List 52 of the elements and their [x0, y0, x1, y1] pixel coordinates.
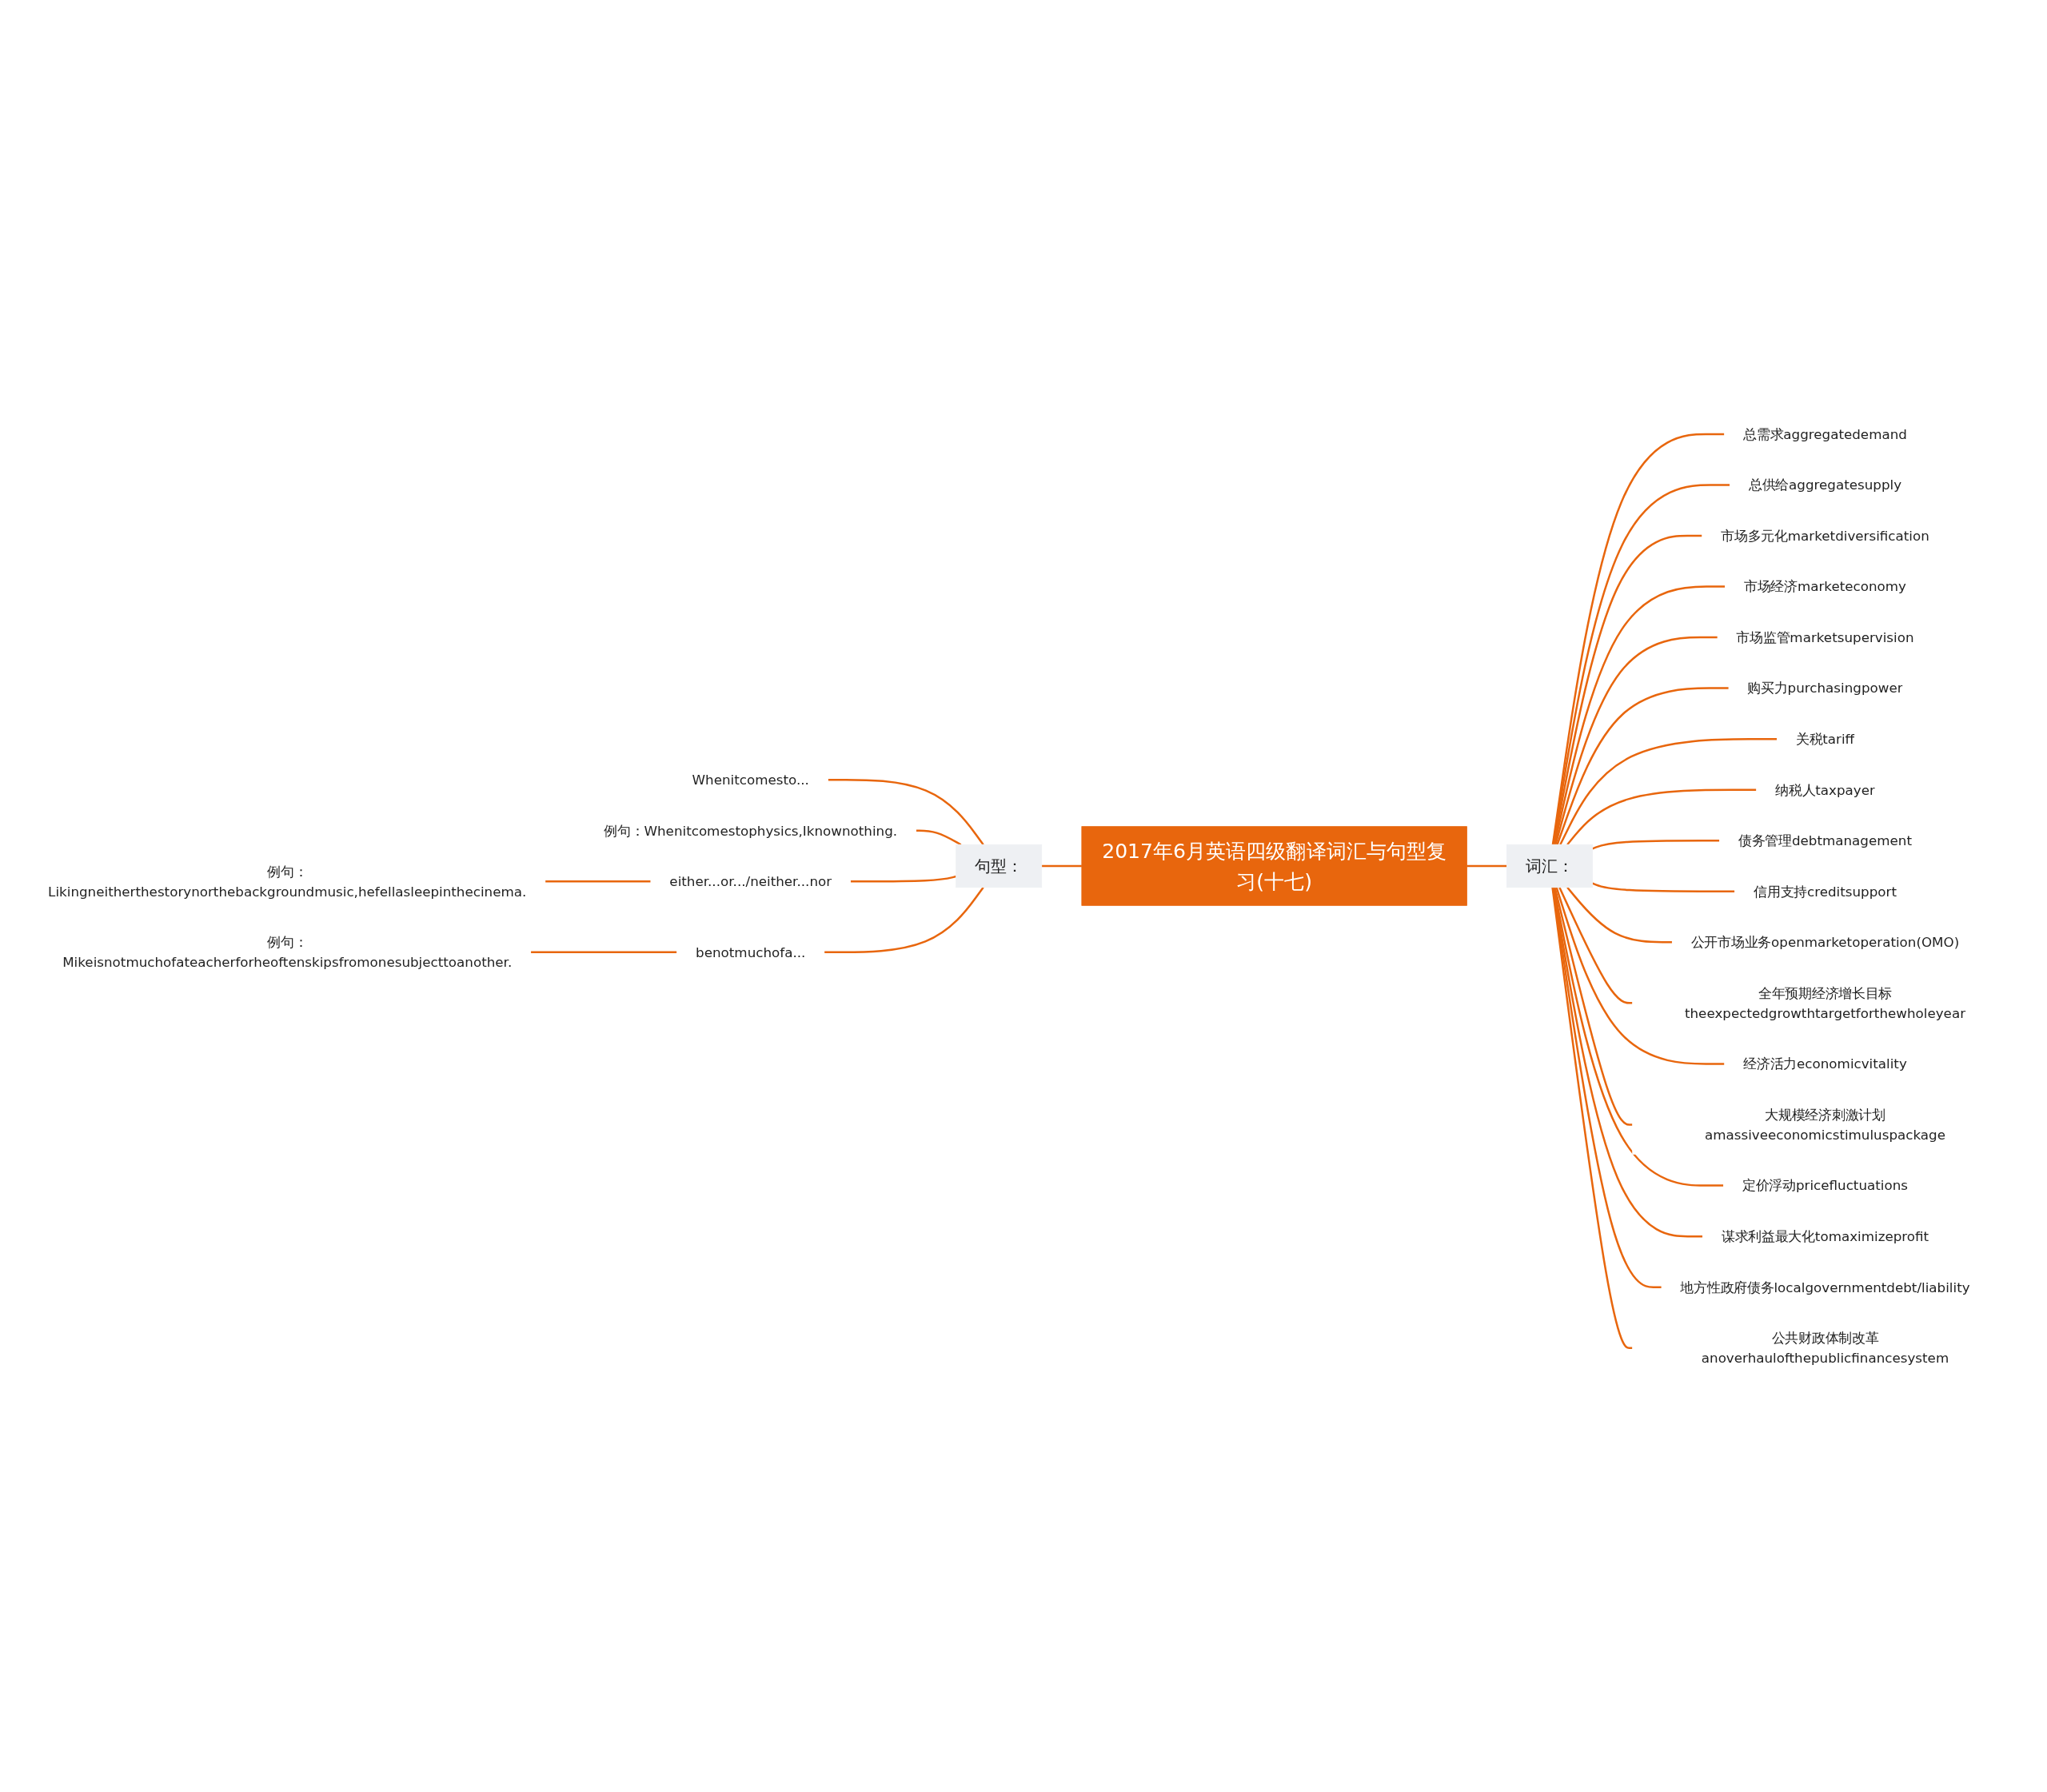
node-text: Whenitcomesto...	[692, 772, 809, 788]
connector	[1553, 585, 1726, 845]
connector	[1592, 839, 1720, 850]
connector	[1553, 887, 1724, 1187]
node-text: 例句：Mikeisnotmuchofateacherforheoftenskipsfromonesubjecttoanother.	[62, 934, 513, 971]
connector	[824, 886, 984, 953]
node-box: 2017年6月英语四级翻译词汇与句型复习(十七)	[1081, 826, 1467, 906]
connector	[1558, 887, 1633, 1004]
node-box: 词汇：	[1506, 844, 1593, 888]
connector	[1566, 886, 1673, 944]
node-text: 例句：Likingneitherthestorynorthebackgroundmusic,hefellasleepinthecinema.	[48, 863, 527, 900]
node-text: 关税tariff	[1795, 731, 1855, 748]
node-text: 例句：Whenitcomestophysics,Iknownothing.	[604, 822, 898, 839]
connector	[1556, 687, 1730, 845]
node-text: 谋求利益最大化tomaximizeprofit	[1721, 1227, 1929, 1245]
connector	[545, 880, 651, 883]
node-text: 公开市场业务openmarketoperation(OMO)	[1690, 934, 1960, 951]
node-text: 总需求aggregatedemand	[1743, 425, 1907, 442]
connector	[828, 778, 984, 845]
node-text: 定价浮动pricefluctuations	[1742, 1177, 1908, 1194]
connector	[1551, 887, 1662, 1288]
node-text: either...or.../neither...nor	[669, 873, 832, 890]
node-text: 大规模经济刺激计划amassiveeconomicstimuluspackage	[1705, 1106, 1946, 1143]
connector	[1555, 887, 1725, 1065]
connector	[1551, 433, 1725, 845]
node-text: 全年预期经济增长目标theexpectedgrowthtargetforthewholeyear	[1684, 984, 1966, 1021]
connector	[850, 875, 956, 883]
node-text: 经济活力economicvitality	[1743, 1056, 1907, 1072]
connector	[1552, 887, 1703, 1238]
connector	[1566, 788, 1757, 845]
connector	[1554, 636, 1718, 845]
connector	[1559, 737, 1778, 845]
connector	[916, 829, 962, 846]
node-text: 地方性政府债务localgovernmentdebt/liability	[1680, 1279, 1970, 1295]
node-text: 债务管理debtmanagement	[1738, 832, 1912, 849]
connector	[530, 951, 677, 953]
connector	[1552, 484, 1730, 845]
connector	[1551, 887, 1633, 1349]
connector	[1466, 864, 1507, 868]
connector	[1554, 887, 1633, 1126]
node-text: benotmuchofa...	[696, 944, 806, 960]
node-text: 市场监管marketsupervision	[1736, 629, 1914, 645]
node-text: 市场经济marketeconomy	[1744, 578, 1906, 595]
node-text: 公共财政体制改革anoverhaulofthepublicfinancesystem	[1701, 1330, 1949, 1367]
connector	[1041, 864, 1082, 868]
node-text: 信用支持creditsupport	[1754, 883, 1897, 900]
node-text: 购买力purchasingpower	[1747, 680, 1903, 696]
node-text: 总供给aggregatesupply	[1748, 477, 1902, 493]
node-text: 市场多元化marketdiversification	[1721, 527, 1929, 544]
connector	[1592, 882, 1735, 892]
node-box: 句型：	[956, 844, 1043, 888]
node-text: 纳税人taxpayer	[1775, 781, 1875, 798]
